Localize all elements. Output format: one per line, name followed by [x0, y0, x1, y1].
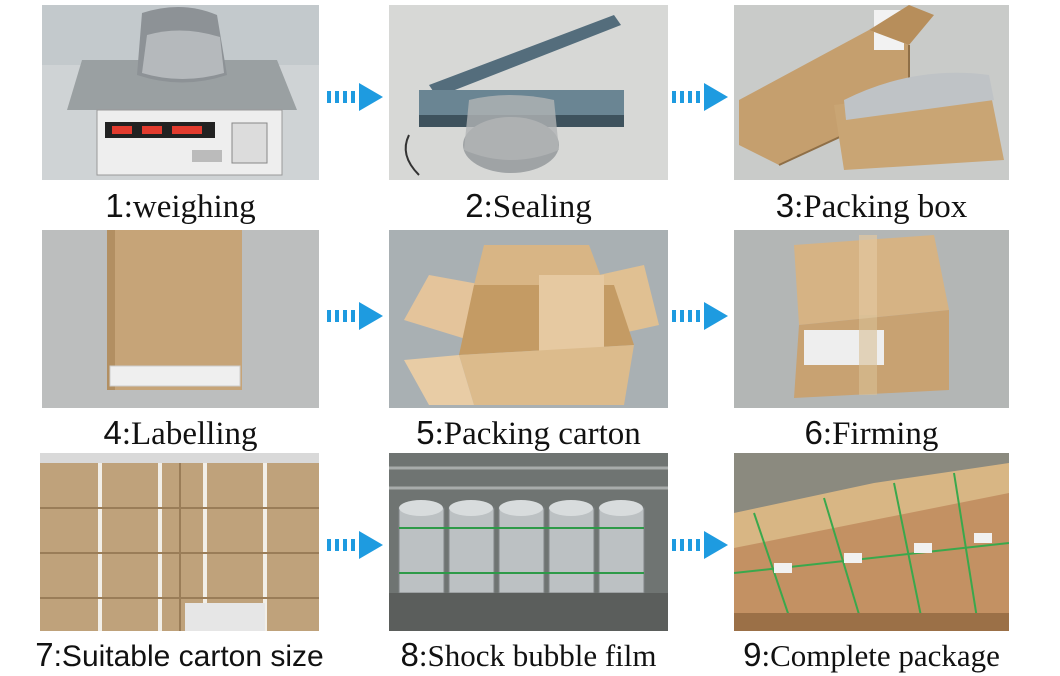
- step-number: 7: [35, 636, 54, 673]
- caption-step-9: 9:Complete package: [718, 636, 1025, 675]
- step-label: :Shock bubble film: [418, 638, 657, 673]
- step-label: :Suitable carton size: [53, 640, 324, 673]
- dashed-right-arrow-icon: [672, 527, 730, 563]
- caption-step-2: 2:Sealing: [389, 187, 668, 226]
- photo-weighing: [42, 5, 319, 180]
- step-label: :Sealing: [483, 189, 592, 225]
- step-number: 8: [400, 636, 419, 673]
- step-number: 5: [416, 414, 435, 451]
- photo-sealing: [389, 5, 668, 180]
- step-label: :Labelling: [121, 416, 258, 452]
- caption-step-4: 4:Labelling: [42, 414, 319, 453]
- dashed-right-arrow-icon: [327, 298, 385, 334]
- dashed-right-arrow-icon: [672, 298, 730, 334]
- photo-firming: [734, 230, 1009, 408]
- caption-step-6: 6:Firming: [734, 414, 1009, 453]
- photo-packing-carton: [389, 230, 668, 408]
- step-label: :Complete package: [761, 638, 1000, 673]
- step-number: 2: [465, 187, 484, 224]
- caption-step-1: 1:weighing: [42, 187, 319, 226]
- caption-step-8: 8:Shock bubble film: [375, 636, 682, 675]
- photo-labelling: [42, 230, 319, 408]
- photo-packing-box: [734, 5, 1009, 180]
- step-number: 6: [804, 414, 823, 451]
- caption-step-3: 3:Packing box: [734, 187, 1009, 226]
- caption-step-5: 5:Packing carton: [389, 414, 668, 453]
- step-label: :Packing box: [794, 189, 968, 225]
- dashed-right-arrow-icon: [672, 79, 730, 115]
- caption-step-7: 7:Suitable carton size: [20, 636, 339, 676]
- step-label: :weighing: [123, 189, 256, 225]
- photo-carton-stack: [40, 453, 319, 631]
- photo-drums-in-container: [389, 453, 668, 631]
- dashed-right-arrow-icon: [327, 527, 385, 563]
- step-number: 9: [743, 636, 762, 673]
- step-number: 1: [105, 187, 124, 224]
- step-label: :Packing carton: [434, 416, 641, 452]
- photo-palletized-cartons: [734, 453, 1009, 631]
- step-label: :Firming: [822, 416, 939, 452]
- step-number: 3: [775, 187, 795, 224]
- dashed-right-arrow-icon: [327, 79, 385, 115]
- step-number: 4: [103, 414, 122, 451]
